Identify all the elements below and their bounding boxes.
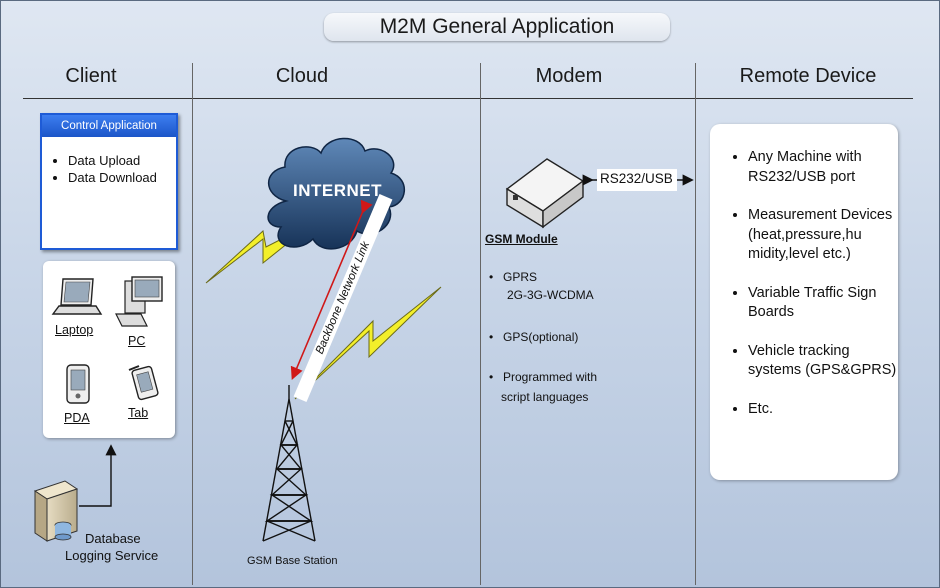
column-divider-2 [480,63,481,585]
internet-label: INTERNET [293,181,382,200]
list-item: Any Machine with RS232/USB port [748,148,898,187]
diagram-title: M2M General Application [324,13,670,41]
gsm-module-icon [505,158,585,229]
column-header-client: Client [65,65,117,87]
control-application-list: Data Upload Data Download [42,153,176,185]
list-item: Measurement Devices (heat,pressure,hu mi… [748,206,898,265]
column-divider-1 [192,63,193,585]
list-item: Etc. [748,400,898,420]
backbone-link-arrow [290,199,373,380]
list-item: Data Download [68,170,176,185]
column-header-modem: Modem [535,65,603,87]
rs232-usb-label-bg [597,169,677,191]
pda-icon [66,364,90,404]
db-to-devices-arrow [79,444,117,507]
feature-programmed-detail: script languages [501,390,589,404]
database-server-icon [33,480,79,542]
list-item: Data Upload [68,153,176,168]
rs232-usb-label: RS232/USB [600,171,673,186]
gsm-tower-icon [262,385,316,542]
list-item: Vehicle tracking systems (GPS&GPRS) [748,342,898,381]
column-header-remote: Remote Device [739,65,877,87]
remote-device-list: Any Machine with RS232/USB port Measurem… [710,148,898,419]
tablet-icon [128,365,159,401]
control-application-window: Control Application Data Upload Data Dow… [40,113,178,250]
laptop-label: Laptop [55,323,94,337]
column-divider-3 [695,63,696,585]
database-label-line1: Database [85,531,141,546]
remote-device-panel: Any Machine with RS232/USB port Measurem… [710,124,898,480]
feature-gprs: GPRS [489,269,537,285]
feature-programmed: Programmed with [489,369,597,385]
pc-icon [115,276,163,327]
gsm-base-station-label: GSM Base Station [247,555,338,567]
tab-label: Tab [128,406,149,420]
database-label-line2: Logging Service [65,548,159,563]
pda-label: PDA [64,411,90,425]
column-header-cloud: Cloud [275,65,329,87]
feature-gprs-detail: 2G-3G-WCDMA [507,288,594,302]
feature-gps: GPS(optional) [489,329,578,345]
list-item: Variable Traffic Sign Boards [748,284,898,323]
pc-label: PC [128,334,146,348]
control-application-title: Control Application [42,115,176,137]
laptop-icon [51,278,103,315]
gsm-module-label: GSM Module [485,232,558,246]
header-divider [23,98,913,99]
